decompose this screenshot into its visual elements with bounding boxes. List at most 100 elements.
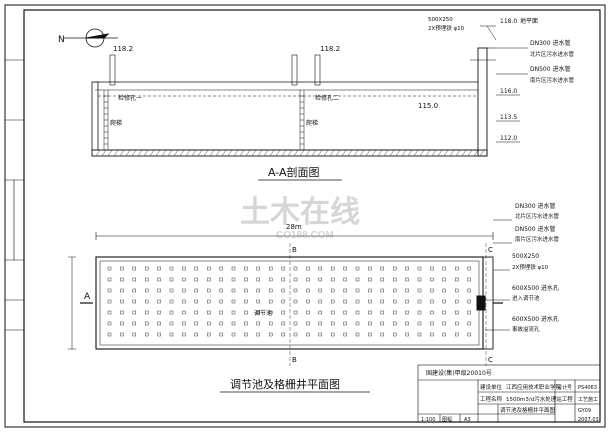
dim-total: 28m xyxy=(286,223,302,231)
aerator-nozzle xyxy=(380,321,384,326)
aerator-nozzle xyxy=(331,332,335,337)
aerator-nozzle xyxy=(132,332,137,337)
aerator-nozzle xyxy=(293,321,298,326)
plan-ch2: 600X500 进水孔 xyxy=(512,315,559,323)
aerator-nozzle xyxy=(107,288,112,293)
aerator-nozzle xyxy=(368,310,372,315)
pipe2-size: DN300 进水管 xyxy=(530,39,570,47)
aerator-nozzle xyxy=(206,299,211,304)
slab-hatch xyxy=(149,149,155,157)
aerator-nozzle xyxy=(405,332,409,337)
aerator-nozzle xyxy=(455,310,459,315)
aerator-nozzle xyxy=(256,288,260,293)
aerator-nozzle xyxy=(343,310,347,315)
slab-hatch xyxy=(449,149,455,157)
aerator-nozzle xyxy=(244,277,248,282)
aerator-nozzle xyxy=(318,332,322,337)
aerator-nozzle xyxy=(107,310,112,315)
aerator-nozzle xyxy=(467,299,471,304)
aerator-nozzle xyxy=(182,332,186,337)
aerator-nozzle xyxy=(430,332,434,337)
slab-hatch xyxy=(113,149,119,157)
aerator-nozzle xyxy=(331,266,335,271)
plan-labels: 28m A B B C C 调节池 DN300 进水管 北片区污水进水管 DN5… xyxy=(84,202,560,391)
plan-dn500: DN500 进水管 xyxy=(515,225,555,233)
slab-hatch xyxy=(461,149,467,157)
ground-elev: 118.0 xyxy=(500,18,517,25)
aerator-nozzle xyxy=(169,332,174,337)
aerator-nozzle xyxy=(380,277,384,282)
aerator-nozzle xyxy=(157,332,161,337)
aerator-nozzle xyxy=(368,277,372,282)
aerator-nozzle xyxy=(219,299,223,304)
aerator-nozzle xyxy=(405,321,409,326)
aerator-nozzle xyxy=(281,277,285,282)
aerator-nozzle xyxy=(157,277,161,282)
aerator-nozzle xyxy=(107,277,112,282)
aerator-nozzle xyxy=(256,332,260,337)
slab-hatch xyxy=(443,149,449,157)
aerator-nozzle xyxy=(107,332,112,337)
aerator-nozzle xyxy=(318,266,322,271)
aerator-nozzle xyxy=(442,299,446,304)
aerator-nozzle xyxy=(318,321,322,326)
slab-hatch xyxy=(137,149,143,157)
aerator-nozzle xyxy=(269,321,273,326)
slab-hatch xyxy=(101,149,107,157)
aerator-nozzle xyxy=(206,321,211,326)
aerator-nozzle xyxy=(355,299,360,304)
aerator-nozzle xyxy=(405,288,409,293)
aerator-nozzle xyxy=(442,310,446,315)
section-title: A-A剖面图 xyxy=(268,165,320,179)
aerator-nozzle xyxy=(380,288,384,293)
aerator-nozzle xyxy=(231,310,236,315)
slab-hatch xyxy=(161,149,167,157)
slab-hatch xyxy=(341,149,347,157)
pipe3-size: DN500 进水管 xyxy=(530,65,570,73)
outer-border xyxy=(4,4,606,428)
left-strip xyxy=(5,59,24,331)
aerator-nozzle xyxy=(269,299,273,304)
aerator-nozzle xyxy=(281,299,285,304)
aerator-nozzle xyxy=(455,321,459,326)
slab-hatch xyxy=(335,149,341,157)
axis-b-bottom: B xyxy=(292,356,297,364)
aerator-nozzle xyxy=(206,277,211,282)
aerator-nozzle xyxy=(244,321,248,326)
aerator-nozzle xyxy=(269,277,273,282)
aerator-nozzle xyxy=(256,299,260,304)
slab-hatch xyxy=(413,149,419,157)
aerator-nozzle xyxy=(157,266,161,271)
ladder1-label: 爬梯 xyxy=(110,119,122,127)
aerator-nozzle xyxy=(132,299,137,304)
aerator-nozzle xyxy=(380,266,384,271)
aerator-nozzle xyxy=(244,266,248,271)
tb-drawing-title: 调节池及格栅井平面图 xyxy=(500,406,556,414)
slab-hatch xyxy=(329,149,335,157)
axis-c-bottom: C xyxy=(488,356,493,364)
aerator-nozzle xyxy=(417,277,422,282)
lvl-113: 113.5 xyxy=(500,114,517,121)
aerator-nozzle xyxy=(318,299,322,304)
tb-stage-label: 设计号 xyxy=(557,384,572,391)
aerator-nozzle xyxy=(380,332,384,337)
aerator-nozzle xyxy=(256,321,260,326)
aerator-nozzle xyxy=(120,266,124,271)
aerator-nozzle xyxy=(244,288,248,293)
aerator-nozzle xyxy=(194,321,199,326)
aerator-nozzle xyxy=(293,277,298,282)
aerator-nozzle xyxy=(343,321,347,326)
lvl-116: 116.0 xyxy=(500,88,517,95)
aerator-nozzle xyxy=(442,321,446,326)
aerator-nozzle xyxy=(269,310,273,315)
aerator-nozzle xyxy=(169,277,174,282)
aerator-nozzle xyxy=(281,332,285,337)
aerator-nozzle xyxy=(430,288,434,293)
north-arrow-icon: N xyxy=(58,28,118,48)
wall-mid-elev: 118.2 xyxy=(320,45,340,53)
slab-hatch xyxy=(395,149,401,157)
channel-block xyxy=(476,295,486,311)
aerator-nozzle xyxy=(442,266,446,271)
aerator-nozzle xyxy=(355,266,360,271)
aerator-nozzle xyxy=(269,266,273,271)
